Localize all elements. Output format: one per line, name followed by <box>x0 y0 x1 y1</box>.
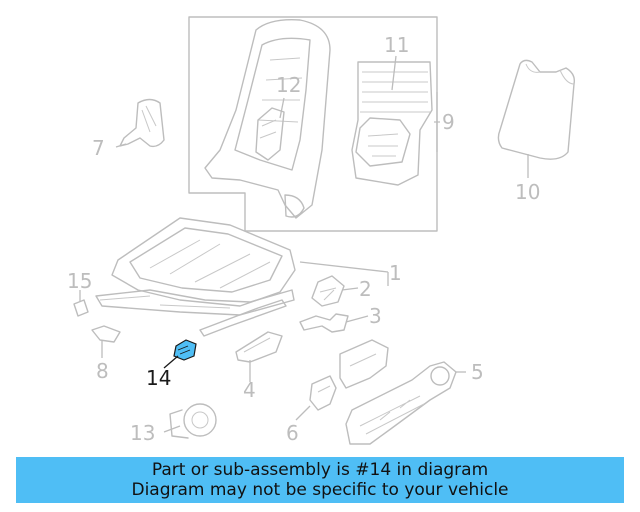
callout-6: 6 <box>286 421 299 445</box>
leader-lines <box>79 55 529 433</box>
part-4-cover <box>235 331 283 363</box>
callout-11: 11 <box>384 33 409 57</box>
part-7-cover <box>119 98 165 148</box>
callout-4: 4 <box>243 378 256 402</box>
callout-10: 10 <box>515 180 540 204</box>
part-12-motor <box>255 107 285 161</box>
part-15-clip <box>73 299 89 317</box>
banner-line-1: Part or sub-assembly is #14 in diagram <box>151 460 489 480</box>
callout-5: 5 <box>471 360 484 384</box>
part-13-motor <box>169 403 217 439</box>
part-3-link <box>299 313 349 333</box>
callout-1: 1 <box>389 261 402 285</box>
part-2-bracket <box>311 275 345 307</box>
callout-3: 3 <box>369 304 382 328</box>
part-5-side-shield <box>345 361 457 445</box>
seatback-frame <box>204 19 331 219</box>
part-10-panel <box>497 59 576 160</box>
callout-12: 12 <box>276 73 301 97</box>
callout-9: 9 <box>442 110 455 134</box>
part-11-lumbar <box>351 61 433 186</box>
seat-cushion-frame <box>95 217 296 337</box>
part-6-switch-panel <box>309 339 389 411</box>
callout-2: 2 <box>359 277 372 301</box>
part-8-bracket <box>91 325 121 343</box>
callout-14: 14 <box>146 366 171 390</box>
callout-7: 7 <box>92 136 105 160</box>
callout-8: 8 <box>96 359 109 383</box>
callout-15: 15 <box>67 269 92 293</box>
banner-line-2: Diagram may not be specific to your vehi… <box>131 480 509 500</box>
info-banner: Part or sub-assembly is #14 in diagram D… <box>16 457 624 503</box>
part-14-highlighted[interactable] <box>173 339 197 361</box>
callout-13: 13 <box>130 421 155 445</box>
